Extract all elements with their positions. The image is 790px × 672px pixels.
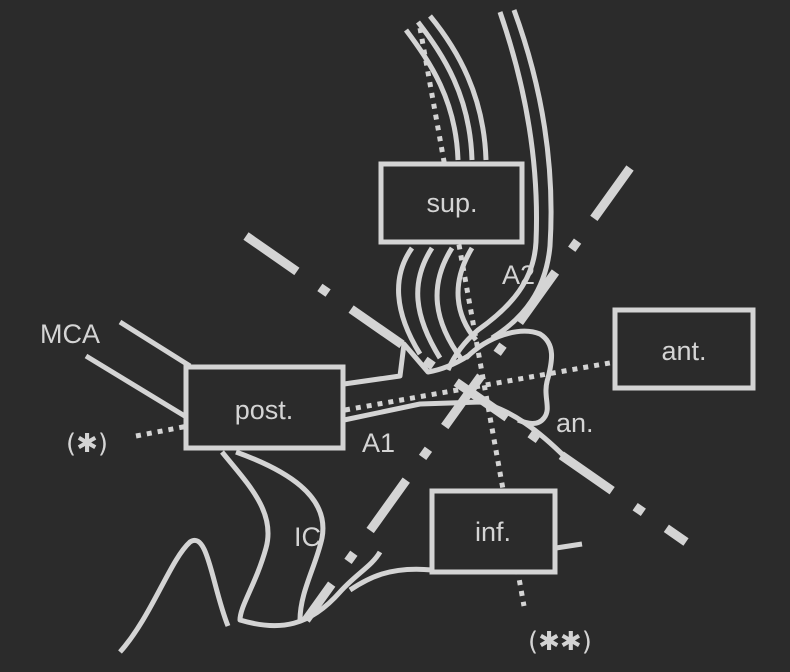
vessel-a2-3: [434, 246, 465, 362]
box-ant-label: ant.: [661, 336, 706, 366]
box-post: post.: [183, 364, 346, 451]
vessel-a2-1: [396, 246, 423, 356]
box-sup: sup.: [378, 161, 525, 245]
label-an: an.: [556, 408, 594, 438]
vessel-inf-right: [555, 541, 583, 551]
vessel-mca-lower: [84, 353, 190, 421]
box-ant: ant.: [612, 307, 756, 391]
vessel-ic-outer: [220, 450, 383, 629]
box-sup-frame: [378, 161, 525, 245]
label-ic: IC: [294, 522, 321, 552]
vessel-sup-5: [490, 9, 554, 341]
aneurysm-sac-outline: [464, 328, 554, 426]
superior-vessels: [396, 9, 554, 372]
box-inf-label: inf.: [475, 517, 511, 547]
label-double-star: (✱✱): [528, 627, 592, 657]
label-a2: A2: [502, 260, 535, 290]
vessel-a2-4: [455, 246, 478, 342]
vessel-a2-2: [415, 246, 443, 360]
dotted-line-star: [135, 423, 189, 439]
dotted-view-lines: [135, 27, 616, 607]
dashdot-axis-top-right: [302, 165, 634, 623]
vessel-sup-2: [416, 20, 475, 161]
a1-and-mca-vessels: [84, 319, 568, 460]
vessel-sup-4: [445, 11, 539, 372]
box-inf-frame: [429, 488, 558, 575]
vessel-ic-left-branch: [118, 537, 231, 654]
vessel-a1-lower: [343, 399, 568, 460]
internal-carotid-vessels: [118, 449, 583, 654]
vessel-inf-connector: [348, 566, 433, 593]
vessel-mca-upper: [118, 319, 192, 369]
box-ant-frame: [612, 307, 756, 391]
vessel-sup-1: [403, 28, 461, 161]
label-mca: MCA: [40, 319, 100, 349]
dotted-line-post-ant: [344, 359, 616, 413]
label-a1: A1: [362, 428, 395, 458]
box-inf: inf.: [429, 488, 558, 575]
vessel-ic-inner: [235, 449, 326, 621]
label-single-star: (✱): [66, 429, 108, 459]
box-sup-label: sup.: [426, 188, 477, 218]
box-post-frame: [183, 364, 346, 451]
vessel-a1-upper: [343, 341, 470, 387]
box-post-label: post.: [235, 395, 294, 425]
vessel-sup-3: [428, 14, 489, 161]
